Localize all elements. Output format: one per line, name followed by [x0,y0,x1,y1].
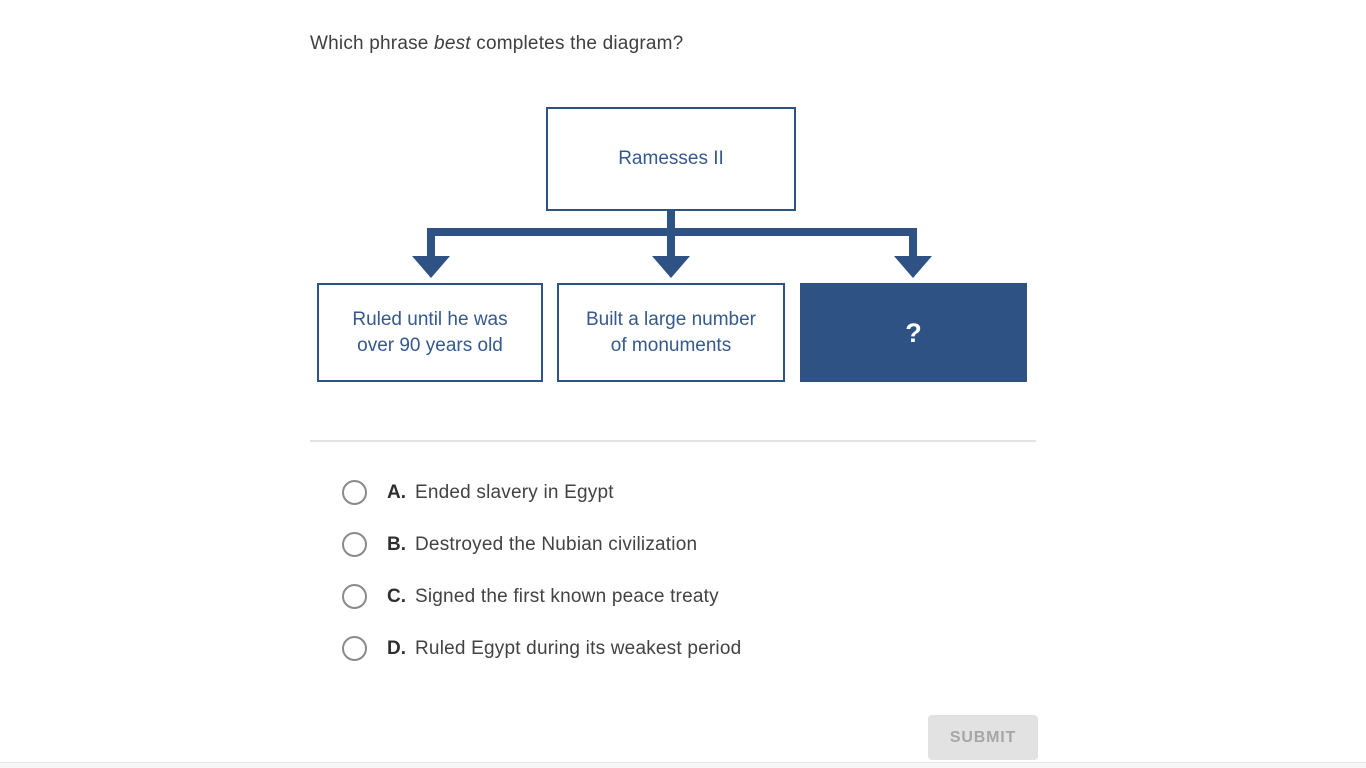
option-letter-b: B. [387,533,406,555]
question-prefix: Which phrase [310,33,435,54]
question-emphasis: best [434,33,471,54]
option-text-a: Ended slavery in Egypt [415,481,614,503]
radio-button-b[interactable] [342,532,367,557]
diagram-child-label-1: Ruled until he was over 90 years old [352,308,508,356]
arrowhead-center [652,256,690,278]
page-bottom-edge [0,762,1366,768]
diagram-mystery-label: ? [905,317,922,348]
question-suffix: completes the diagram? [470,33,684,54]
answer-option-b[interactable]: B. Destroyed the Nubian civilization [342,532,741,557]
diagram-child-box-1: Ruled until he was over 90 years old [317,283,543,382]
answer-option-d[interactable]: D. Ruled Egypt during its weakest period [342,636,741,661]
arrowhead-right [894,256,932,278]
diagram-root-box: Ramesses II [546,107,796,211]
option-text-d: Ruled Egypt during its weakest period [415,637,742,659]
option-letter-d: D. [387,637,406,659]
answer-option-c[interactable]: C. Signed the first known peace treaty [342,584,741,609]
submit-button[interactable]: SUBMIT [928,715,1038,760]
question-text: Which phrase best completes the diagram? [310,33,683,55]
radio-button-a[interactable] [342,480,367,505]
diagram-arrows [412,211,932,278]
radio-button-d[interactable] [342,636,367,661]
arrow-right-stem [909,228,917,256]
arrow-left-stem [427,228,435,256]
option-letter-a: A. [387,481,406,503]
radio-button-c[interactable] [342,584,367,609]
option-text-c: Signed the first known peace treaty [415,585,719,607]
arrowhead-left [412,256,450,278]
option-letter-c: C. [387,585,406,607]
diagram-child-label-2: Built a large number of monuments [585,308,757,356]
diagram-root-label: Ramesses II [618,148,724,169]
answer-options: A. Ended slavery in Egypt B. Destroyed t… [342,480,741,688]
section-divider [310,440,1036,442]
diagram-mystery-box: ? [800,283,1027,382]
option-text-b: Destroyed the Nubian civilization [415,533,698,555]
diagram-child-box-2: Built a large number of monuments [557,283,785,382]
arrow-horizontal-bar [427,228,917,236]
answer-option-a[interactable]: A. Ended slavery in Egypt [342,480,741,505]
